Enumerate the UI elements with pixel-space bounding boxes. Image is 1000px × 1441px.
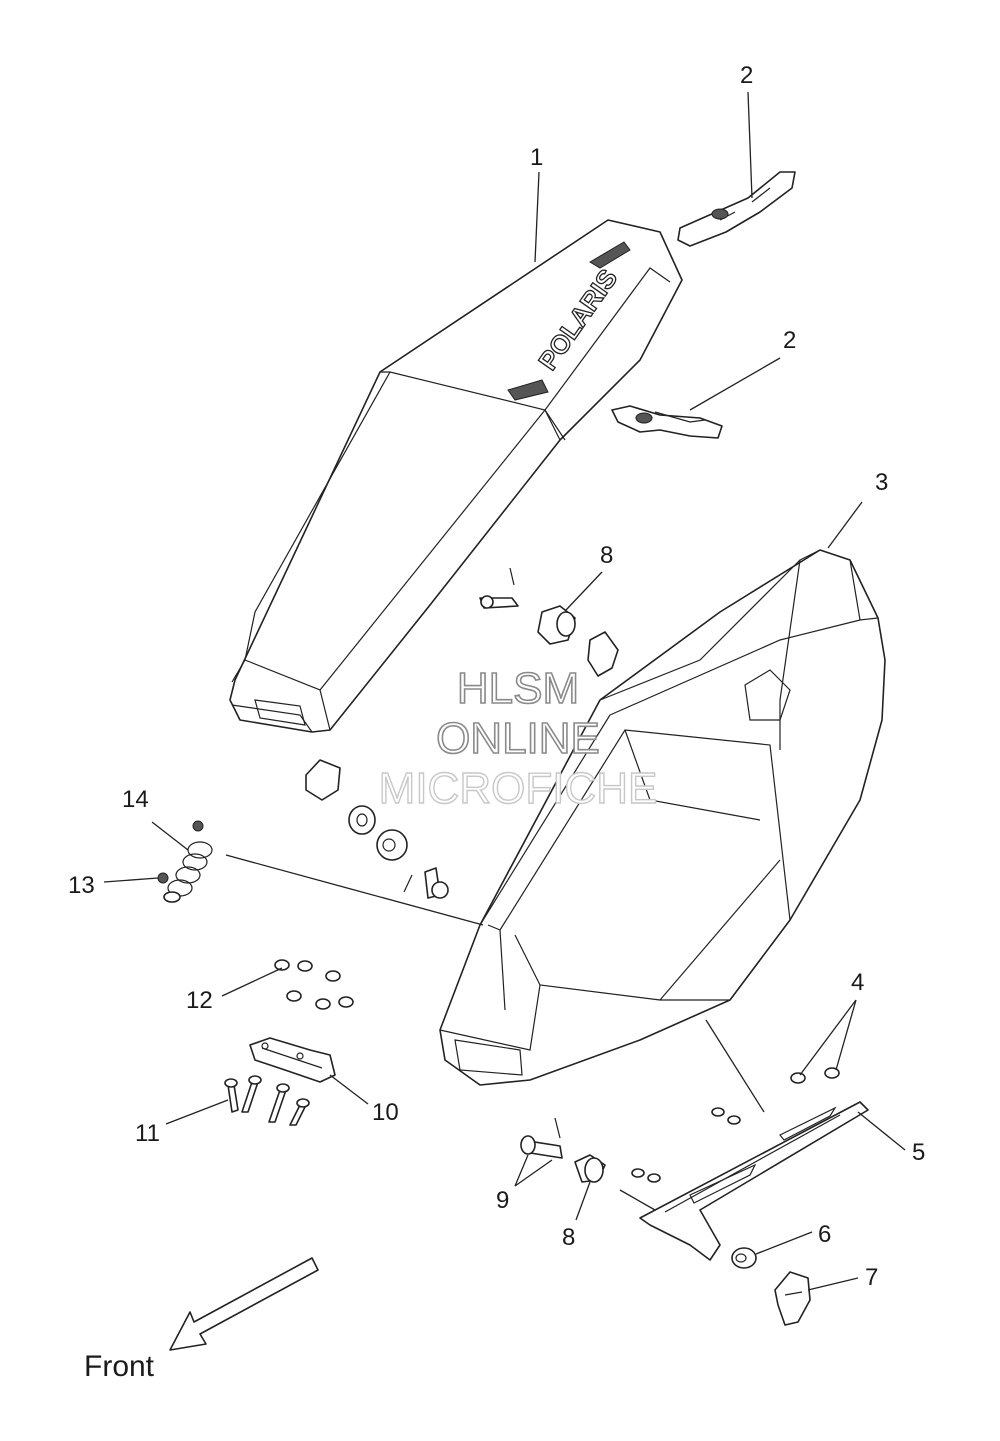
front-direction-arrow <box>169 1257 319 1351</box>
leader-lines <box>103 91 906 1291</box>
washer-part-14 <box>163 891 181 903</box>
latch-catch-upper <box>587 631 619 677</box>
bushing-part-6 <box>731 1247 757 1269</box>
seat-cover-part-1: POLARIS <box>229 219 683 733</box>
callout-10: 10 <box>372 1099 399 1126</box>
latch-part-2-top <box>677 171 796 247</box>
callout-8-bottom: 8 <box>562 1224 575 1251</box>
hinge-part-10 <box>249 1037 336 1083</box>
washer-middle-2 <box>376 829 408 861</box>
spacer-part-8-top <box>537 605 576 645</box>
spacer-part-8-bottom <box>574 1154 606 1183</box>
pin-middle <box>403 867 449 899</box>
watermark-line-2: ONLINE <box>436 714 600 763</box>
washer-middle-1 <box>348 805 376 835</box>
callout-2-bottom: 2 <box>783 327 796 354</box>
clip-middle <box>305 759 341 801</box>
callout-6: 6 <box>818 1221 831 1248</box>
storage-box-part-3 <box>439 549 886 1086</box>
pin-upper <box>479 567 519 609</box>
spring-part-14 <box>167 820 213 897</box>
watermark-line-3: MICROFICHE <box>379 764 658 813</box>
callout-14: 14 <box>122 786 149 813</box>
front-label: Front <box>84 1350 155 1383</box>
callout-13: 13 <box>68 872 95 899</box>
callout-4: 4 <box>851 969 864 996</box>
callout-12: 12 <box>186 987 213 1014</box>
screw-part-13 <box>157 872 169 884</box>
latch-part-2-bottom <box>611 405 723 439</box>
mounting-plate-part-5 <box>639 1101 869 1261</box>
callout-11: 11 <box>135 1120 160 1147</box>
bolts-part-11 <box>224 1075 310 1126</box>
callout-8-top: 8 <box>600 542 613 569</box>
screws-part-4 <box>631 1067 840 1183</box>
callout-3: 3 <box>875 469 888 496</box>
callout-labels: 1 2 2 3 8 14 13 12 10 11 4 5 6 7 9 8 <box>68 62 925 1291</box>
callout-1: 1 <box>530 144 543 171</box>
bolt-part-9 <box>520 1117 563 1159</box>
callout-5: 5 <box>912 1139 925 1166</box>
latch-catch-part-7 <box>774 1271 811 1326</box>
callout-7: 7 <box>865 1264 878 1291</box>
callout-2-top: 2 <box>740 62 753 89</box>
nuts-part-12 <box>274 959 354 1010</box>
watermark-line-1: HLSM <box>457 664 579 713</box>
watermark: HLSM ONLINE MICROFICHE <box>378 663 658 814</box>
callout-9: 9 <box>496 1187 509 1214</box>
